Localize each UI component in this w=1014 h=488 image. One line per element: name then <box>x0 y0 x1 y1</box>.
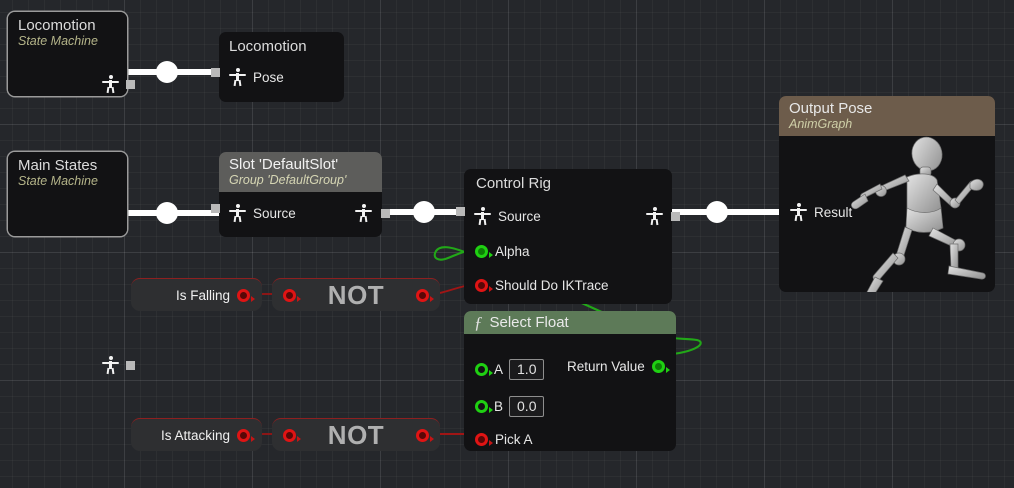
wire-bubble <box>156 202 178 224</box>
pin-label: Return Value <box>567 359 645 374</box>
value-input-b[interactable]: 0.0 <box>509 396 545 417</box>
node-body <box>464 311 676 451</box>
bool-pin-icon[interactable] <box>415 288 434 302</box>
wire-bubble <box>156 61 178 83</box>
node-subtitle: State Machine <box>18 34 98 48</box>
pin-label: Alpha <box>495 244 530 259</box>
node-header: Output Pose AnimGraph <box>779 96 995 136</box>
pin-label: Should Do IKTrace <box>495 278 609 293</box>
pin-label: B <box>494 399 504 414</box>
pin-row-a[interactable]: A 1.0 <box>475 359 545 380</box>
node-header: Locomotion <box>219 32 344 55</box>
pin-label: Source <box>253 205 296 221</box>
float-pin-icon[interactable] <box>475 400 493 413</box>
node-not-attacking[interactable]: NOT <box>272 418 440 451</box>
pin-row-pick-a[interactable]: Pick A <box>475 432 533 447</box>
bool-pin-icon[interactable] <box>237 428 255 442</box>
value-input-a[interactable]: 1.0 <box>509 359 545 380</box>
pin-row-source[interactable]: Source <box>474 207 541 226</box>
node-main-states-state-machine[interactable]: Main States State Machine <box>8 152 135 375</box>
node-control-rig[interactable]: Control Rig Source Alpha Should Do IKTra… <box>456 169 680 304</box>
bool-pin-icon[interactable] <box>475 279 493 292</box>
node-body <box>8 152 127 236</box>
pin-connector-nub <box>211 68 220 77</box>
pin-row-b[interactable]: B 0.0 <box>475 396 545 417</box>
node-is-falling[interactable]: Is Falling <box>131 278 262 311</box>
node-select-float[interactable]: ƒ Select Float A 1.0 B 0.0 Pick A Return… <box>464 311 676 451</box>
pose-pin-icon[interactable] <box>646 207 663 226</box>
bool-pin-icon[interactable] <box>475 433 493 446</box>
pin-row-pose-out[interactable] <box>355 204 372 223</box>
float-pin-icon[interactable] <box>651 360 670 373</box>
node-header: Locomotion State Machine <box>8 12 127 49</box>
pin-connector-nub <box>211 204 220 213</box>
node-header: Control Rig <box>464 169 672 192</box>
pin-row-pose-out[interactable] <box>102 356 119 375</box>
node-not-falling[interactable]: NOT <box>272 278 440 311</box>
node-body <box>464 169 672 304</box>
node-label: NOT <box>327 279 385 310</box>
node-label: Is Falling <box>175 287 230 303</box>
node-title: Slot 'DefaultSlot' <box>229 156 339 173</box>
node-subtitle: AnimGraph <box>789 117 853 131</box>
node-title: Control Rig <box>476 175 552 192</box>
node-locomotion-pose[interactable]: Locomotion Pose <box>211 32 344 102</box>
pin-connector-nub <box>456 207 465 216</box>
wire-bubble <box>706 201 728 223</box>
pin-connector-nub <box>126 361 135 370</box>
pin-label: Pose <box>253 69 284 85</box>
pin-connector-nub <box>381 209 390 218</box>
pose-pin-icon[interactable] <box>229 204 246 223</box>
node-label: Is Attacking <box>160 427 230 443</box>
pin-row-pose-out[interactable] <box>646 207 663 226</box>
node-header: Main States State Machine <box>8 152 127 189</box>
pin-label: A <box>494 362 504 377</box>
pin-connector-nub <box>671 212 680 221</box>
node-header: ƒ Select Float <box>464 311 676 334</box>
pose-pin-icon[interactable] <box>474 207 491 226</box>
pin-row-result[interactable]: Result <box>790 203 853 222</box>
float-pin-icon[interactable] <box>475 363 493 376</box>
node-body <box>219 32 344 102</box>
node-header: Slot 'DefaultSlot' Group 'DefaultGroup' <box>219 152 382 192</box>
wire-bubble <box>413 201 435 223</box>
node-label: NOT <box>327 419 385 450</box>
function-icon: ƒ <box>474 313 483 332</box>
node-title: Select Float <box>489 314 569 331</box>
node-slot-defaultslot[interactable]: Slot 'DefaultSlot' Group 'DefaultGroup' … <box>211 152 390 237</box>
pose-pin-icon[interactable] <box>355 204 372 223</box>
pose-pin-icon[interactable] <box>790 203 807 222</box>
node-title: Output Pose <box>789 100 873 117</box>
pose-pin-icon[interactable] <box>102 356 119 375</box>
node-subtitle: State Machine <box>18 174 98 188</box>
pin-row-pose[interactable]: Pose <box>229 68 284 87</box>
bool-pin-icon[interactable] <box>283 428 301 442</box>
pin-row-source[interactable]: Source <box>229 204 296 223</box>
pose-pin-icon[interactable] <box>229 68 246 87</box>
pin-row-pose-out[interactable] <box>102 75 119 94</box>
node-title: Locomotion <box>229 38 307 55</box>
pin-label: Source <box>498 208 541 224</box>
pin-row-alpha[interactable]: Alpha <box>475 244 530 259</box>
node-subtitle: Group 'DefaultGroup' <box>229 173 347 187</box>
pin-connector-nub <box>126 80 135 89</box>
node-output-pose[interactable]: Output Pose AnimGraph Result <box>779 96 995 292</box>
node-title: Main States <box>18 157 98 174</box>
node-title: Locomotion <box>18 17 96 34</box>
pose-pin-icon[interactable] <box>102 75 119 94</box>
pin-label: Pick A <box>495 432 533 447</box>
bool-pin-icon[interactable] <box>415 428 434 442</box>
node-locomotion-state-machine[interactable]: Locomotion State Machine <box>8 12 135 96</box>
float-pin-icon[interactable] <box>475 245 493 258</box>
pin-row-return-value[interactable]: Return Value <box>567 359 670 374</box>
bool-pin-icon[interactable] <box>237 288 255 302</box>
node-is-attacking[interactable]: Is Attacking <box>131 418 262 451</box>
pin-label: Result <box>814 204 853 220</box>
bool-pin-icon[interactable] <box>283 288 301 302</box>
pin-row-should-do-iktrace[interactable]: Should Do IKTrace <box>475 278 609 293</box>
